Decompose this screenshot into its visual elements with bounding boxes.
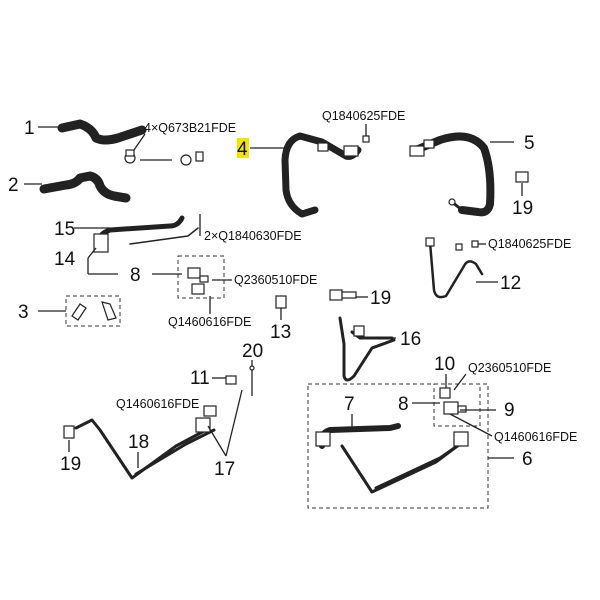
callout-6: 6 bbox=[522, 449, 533, 470]
callout-18: 18 bbox=[128, 432, 149, 453]
highlight-part-4 bbox=[237, 138, 249, 158]
callout-3: 3 bbox=[18, 302, 29, 323]
callout-14: 14 bbox=[54, 249, 76, 270]
callout-16: 16 bbox=[400, 329, 421, 350]
callout-11: 11 bbox=[190, 368, 210, 389]
part-1-hose bbox=[38, 119, 147, 145]
part-5-pipe bbox=[409, 132, 514, 217]
part-3-bracket bbox=[38, 295, 121, 327]
callout-7: 7 bbox=[344, 394, 355, 415]
code-q1840625fde-top: Q1840625FDE bbox=[322, 109, 405, 123]
part-8-assembly-left bbox=[152, 255, 232, 314]
part-12-pipe bbox=[425, 237, 498, 299]
part-19-nut-bottom bbox=[63, 425, 75, 452]
part-16-pipe bbox=[338, 316, 396, 382]
part-11-clip bbox=[212, 375, 237, 385]
callout-13: 13 bbox=[270, 322, 291, 343]
fitting-q1840625-right bbox=[471, 240, 486, 248]
callout-17: 17 bbox=[214, 459, 235, 480]
callout-15: 15 bbox=[54, 219, 75, 240]
part-17-leaders bbox=[207, 389, 243, 457]
fitting-q1840625-top bbox=[362, 124, 370, 143]
code-q2360510fde-right: Q2360510FDE bbox=[468, 361, 551, 375]
code-q1460616fde-right: Q1460616FDE bbox=[494, 430, 577, 444]
callout-19-bottom: 19 bbox=[60, 454, 81, 475]
part-15-14-pipe bbox=[74, 215, 185, 275]
part-19-nut-top bbox=[515, 171, 529, 196]
code-q1460616fde-left: Q1460616FDE bbox=[168, 315, 251, 329]
part-13-clip bbox=[275, 295, 287, 320]
part-19-nut-middle bbox=[329, 289, 368, 301]
callout-1: 1 bbox=[24, 118, 35, 139]
callout-8-right: 8 bbox=[398, 394, 409, 415]
callout-12: 12 bbox=[500, 273, 521, 294]
callout-10: 10 bbox=[434, 354, 455, 375]
callout-19-middle: 19 bbox=[370, 288, 391, 309]
callout-9: 9 bbox=[504, 400, 515, 421]
code-q1460616fde-middle: Q1460616FDE bbox=[116, 397, 199, 411]
part-4-pipe bbox=[250, 132, 362, 218]
fitting-q1840630 bbox=[129, 214, 201, 245]
code-q673b21fde: 4×Q673B21FDE bbox=[144, 121, 236, 135]
callout-19-top: 19 bbox=[512, 198, 533, 219]
callout-20: 20 bbox=[242, 341, 263, 362]
code-q1840630fde: 2×Q1840630FDE bbox=[204, 229, 302, 243]
part-18-pipe bbox=[74, 405, 217, 480]
callout-2: 2 bbox=[8, 175, 19, 196]
callout-8-left: 8 bbox=[130, 265, 141, 286]
clamps-q673b21 bbox=[124, 133, 204, 166]
callout-4: 4 bbox=[237, 139, 248, 160]
code-q1840625fde-right: Q1840625FDE bbox=[488, 237, 571, 251]
part-6-assembly bbox=[307, 373, 514, 509]
code-q2360510fde-left: Q2360510FDE bbox=[234, 273, 317, 287]
callout-5: 5 bbox=[524, 133, 535, 154]
part-20-bolt bbox=[249, 360, 255, 396]
part-2-hose bbox=[24, 171, 131, 203]
